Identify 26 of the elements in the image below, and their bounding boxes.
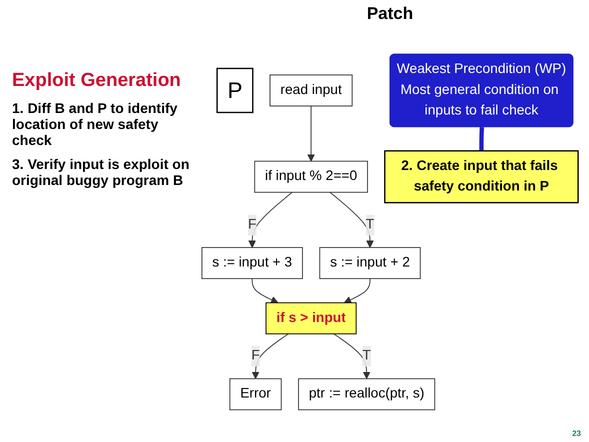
- diagram-heading: Patch: [366, 4, 414, 24]
- arrow: [252, 278, 278, 304]
- edge-label: F: [248, 217, 256, 232]
- arrow: [307, 106, 315, 162]
- edge-label: T: [362, 348, 371, 364]
- node-box: read input: [270, 74, 353, 106]
- page-number: 23: [572, 429, 581, 438]
- arrow: [330, 192, 374, 248]
- node-box: Error: [229, 378, 282, 410]
- node-box: ptr := realloc(ptr, s): [298, 378, 436, 410]
- node-box: if s > input: [266, 302, 357, 334]
- node-box: 2. Create input that fails safety condition in P: [384, 150, 579, 204]
- section-title: Exploit Generation: [12, 70, 182, 92]
- list-item: 1. Diff B and P to identify location of new safety check: [12, 100, 178, 148]
- node-box: if input % 2==0: [254, 160, 368, 193]
- connector: [479, 126, 484, 152]
- arrow: [248, 192, 293, 248]
- edge-label: F: [251, 348, 260, 364]
- arrow: [333, 333, 370, 380]
- node-box: s := input + 2: [319, 247, 421, 280]
- arrow: [252, 333, 289, 380]
- arrow: [344, 278, 370, 304]
- node-box: P: [216, 68, 254, 114]
- edge-label: T: [366, 217, 374, 232]
- list-item: 3. Verify input is exploit on original buggy program B: [12, 156, 190, 188]
- node-box: s := input + 3: [201, 247, 303, 280]
